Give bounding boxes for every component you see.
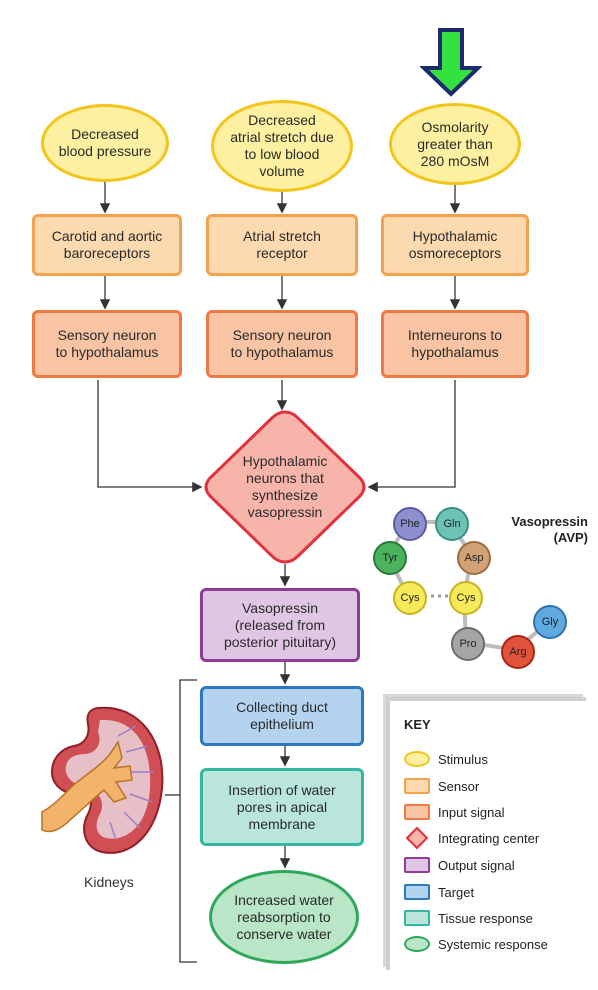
key-item-label: Target: [438, 884, 475, 900]
key-item-label: Sensor: [438, 778, 480, 794]
input-interneurons: Interneurons to hypothalamus: [381, 310, 529, 378]
integrating-center-swatch: [404, 826, 430, 850]
systemic-response-swatch: [404, 936, 430, 952]
target-swatch: [404, 884, 430, 900]
output-signal-swatch: [404, 857, 430, 873]
sensor-atrial-stretch: Atrial stretch receptor: [206, 214, 358, 276]
target-collecting-duct: Collecting duct epithelium: [200, 686, 364, 746]
key-item-stimulus: Stimulus: [404, 748, 488, 770]
residue-cys-2: Cys: [449, 581, 483, 615]
residue-arg: Arg: [501, 635, 535, 669]
residue-asp: Asp: [457, 541, 491, 575]
key-item-label: Output signal: [438, 857, 515, 873]
key-title: KEY: [404, 717, 431, 732]
residue-pro: Pro: [451, 627, 485, 661]
residue-phe: Phe: [393, 507, 427, 541]
residue-cys-1: Cys: [393, 581, 427, 615]
integrating-center-diamond: [204, 410, 366, 564]
input-sensory-neuron-1: Sensory neuron to hypothalamus: [32, 310, 182, 378]
kidney-bracket: [179, 679, 197, 963]
integrating-center-label: Hypothalamic neurons that synthesize vas…: [242, 453, 328, 520]
residue-gly: Gly: [533, 605, 567, 639]
key-item-tissue-response: Tissue response: [404, 907, 533, 929]
tissue-response-swatch: [404, 910, 430, 926]
highlight-arrow: [420, 28, 482, 97]
stimulus-swatch: [404, 751, 430, 767]
key-item-integrating-center: Integrating center: [404, 826, 540, 850]
key-legend: KEY Stimulus Sensor Input signal Integra…: [386, 697, 586, 970]
vasopressin-title: Vasopressin (AVP): [511, 514, 588, 545]
key-item-label: Stimulus: [438, 751, 488, 767]
key-item-label: Tissue response: [438, 910, 533, 926]
stimulus-blood-pressure: Decreased blood pressure: [41, 104, 169, 182]
kidney-illustration: [41, 706, 164, 854]
key-item-input-signal: Input signal: [404, 801, 505, 823]
key-item-sensor: Sensor: [404, 775, 479, 797]
stimulus-atrial-stretch: Decreased atrial stretch due to low bloo…: [211, 100, 353, 192]
residue-gln: Gln: [435, 507, 469, 541]
sensor-swatch: [404, 778, 430, 794]
output-signal-vasopressin: Vasopressin (released from posterior pit…: [200, 588, 360, 662]
input-sensory-neuron-2: Sensory neuron to hypothalamus: [206, 310, 358, 378]
systemic-response-water-reabsorption: Increased water reabsorption to conserve…: [209, 870, 359, 964]
key-item-label: Systemic response: [438, 936, 548, 952]
sensor-baroreceptors: Carotid and aortic baroreceptors: [32, 214, 182, 276]
stimulus-osmolarity: Osmolarity greater than 280 mOsM: [389, 103, 521, 185]
key-item-label: Input signal: [438, 804, 505, 820]
input-signal-swatch: [404, 804, 430, 820]
key-item-output-signal: Output signal: [404, 854, 515, 876]
tissue-response-water-pores: Insertion of water pores in apical membr…: [200, 768, 364, 846]
kidneys-label: Kidneys: [84, 874, 134, 890]
key-item-target: Target: [404, 881, 474, 903]
key-item-label: Integrating center: [438, 830, 540, 846]
residue-tyr: Tyr: [373, 541, 407, 575]
sensor-osmoreceptors: Hypothalamic osmoreceptors: [381, 214, 529, 276]
key-item-systemic-response: Systemic response: [404, 933, 548, 955]
